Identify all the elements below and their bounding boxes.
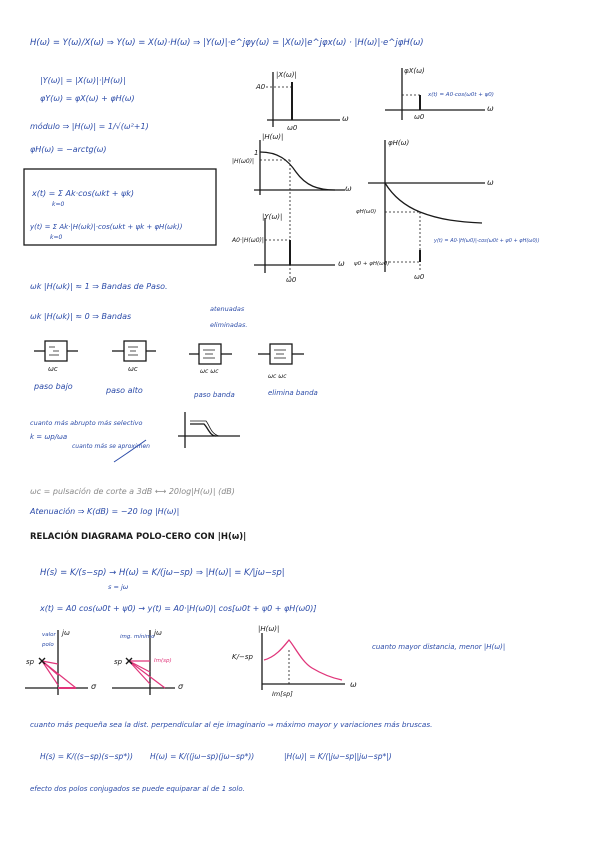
attenuation-definition: Atenuación ⇒ K(dB) = −20 log |H(ω)|: [30, 507, 180, 516]
perpendicular-note: cuanto más pequeña sea la dist. perpendi…: [30, 720, 433, 729]
phi-y-note: y(t) = A0·|H(ω0)|·cos(ω0t + ψ0 + φH(ω0)): [434, 238, 540, 244]
phi-h-w0-label: φH(ω0): [356, 209, 377, 215]
sinusoid-output-equation: x(t) = A0 cos(ω0t + ψ0) → y(t) = A0·|H(ω…: [40, 604, 317, 613]
bandstop-label: elimina banda: [268, 389, 318, 397]
conjugate-poles-note: efecto dos polos conjugados se puede equ…: [30, 785, 245, 793]
selectivity-approx: cuanto más se aproximen: [72, 443, 150, 450]
two-pole-hw: H(ω) = K/((jω−sp)(jω−sp*)): [150, 752, 255, 761]
phase-formula: φH(ω) = −arctg(ω): [30, 145, 107, 154]
phi-h-w0-axis: ω0: [414, 273, 425, 281]
pz-h-omega: ω: [350, 680, 357, 689]
bandstop-symbol: [258, 343, 304, 365]
lowpass-label: paso bajo: [34, 382, 73, 391]
psi-sum-label: ψ0 + φH(ω0): [354, 261, 390, 267]
highpass-label: paso alto: [106, 386, 143, 395]
lowpass-symbol: [34, 340, 78, 362]
phase-relation: φY(ω) = φX(ω) + φH(ω): [40, 94, 135, 103]
two-pole-hs: H(s) = K/((s−sp)(s−sp*)): [40, 752, 133, 761]
magnitude-relation: |Y(ω)| = |X(ω)|·|H(ω)|: [40, 76, 126, 85]
freq-response-equation: H(ω) = Y(ω)/X(ω) ⇒ Y(ω) = X(ω)·H(ω) ⇒ |Y…: [30, 38, 424, 48]
eliminated-text: eliminadas.: [210, 321, 248, 329]
summary-box: [23, 168, 217, 246]
single-pole-equation: H(s) = K/(s−sp) → H(ω) = K/(jω−sp) ⇒ |H(…: [40, 568, 285, 578]
phi-x-w0: ω0: [414, 113, 425, 121]
selectivity-note: cuanto más abrupto más selectivo: [30, 419, 143, 427]
pz1-pole-mark: [38, 657, 46, 665]
pz1-sigma: σ: [91, 682, 97, 691]
x-mag-w0: ω0: [287, 124, 298, 132]
phi-h-curve: [384, 182, 483, 224]
pz-h-imsp: Im[sp]: [272, 690, 293, 698]
section-heading: RELACIÓN DIAGRAMA POLO-CERO CON |H(ω)|: [30, 532, 247, 542]
lowpass-wc: ωc: [48, 365, 58, 373]
two-pole-magnitude: |H(ω)| = K/(|jω−sp||jω−sp*|): [284, 752, 392, 761]
h-mag-curve: [259, 151, 336, 191]
x-mag-omega: ω: [342, 114, 349, 123]
selectivity-k: k = ωp/ωa: [30, 433, 68, 441]
pz1-jw: jω: [62, 629, 70, 637]
pz2-pole-mark: [125, 657, 133, 665]
phi-h-omega: ω: [487, 178, 494, 187]
output-series-index: k=0: [50, 234, 63, 241]
bandpass-label: paso banda: [194, 391, 235, 399]
pz2-sigma: σ: [178, 682, 184, 691]
input-series: x(t) = Σ Ak·cos(ωkt + ψk): [32, 189, 135, 198]
selectivity-curve: [190, 423, 217, 437]
attenuated-text: atenuadas: [210, 305, 245, 313]
cutoff-definition: ωc = pulsación de corte a 3dB ⟷ 20log|H(…: [30, 487, 235, 496]
input-series-index: k=0: [52, 201, 65, 208]
pz-h-k-sp: K/−sp: [232, 653, 253, 661]
h-mag-one: 1: [254, 149, 259, 157]
output-series: y(t) = Σ Ak·|H(ωk)|·cos(ωkt + ψk + φH(ωk…: [30, 223, 183, 231]
y-mag-omega: ω: [338, 259, 345, 268]
x-mag-title: |X(ω)|: [276, 71, 297, 79]
highpass-symbol: [112, 340, 156, 362]
y-mag-a0h: A0·|H(ω0)|: [232, 237, 264, 244]
y-mag-w0: ω0: [286, 276, 297, 284]
h-mag-omega: ω: [345, 184, 352, 193]
distance-note: cuanto mayor distancia, menor |H(ω)|: [372, 643, 506, 651]
phi-x-title: φX(ω): [404, 67, 425, 75]
pz2-sp: sp: [114, 658, 123, 666]
pass-band-text: ωk |H(ωk)| ≈ 1 ⇒ Bandas de Paso.: [30, 282, 168, 291]
pz2-jw: jω: [154, 629, 162, 637]
phi-x-note: x(t) = A0·cos(ω0t + ψ0): [428, 92, 494, 98]
pz2-note: img. mínimo: [120, 634, 155, 640]
pz1-note: valor polo: [42, 632, 56, 648]
bandstop-wc: ωc ωc: [268, 373, 287, 380]
substitution-note: s = jω: [108, 583, 129, 591]
pz-h-curve: [263, 638, 343, 681]
h-mag-title: |H(ω)|: [262, 133, 284, 141]
pz-h-title: |H(ω)|: [258, 625, 280, 633]
highpass-wc: ωc: [128, 365, 138, 373]
phi-h-title: φH(ω): [388, 139, 410, 147]
x-mag-a0: A0: [256, 83, 266, 91]
bandpass-wc: ωc ωc: [200, 368, 219, 375]
phi-x-omega: ω: [487, 104, 494, 113]
pz2-imsp: Im(sp): [154, 658, 172, 664]
pz1-sp: sp: [26, 658, 35, 666]
y-mag-title: |Y(ω)|: [262, 213, 283, 221]
module-formula: módulo ⇒ |H(ω)| = 1/√(ω²+1): [30, 122, 149, 131]
h-mag-h-w0: |H(ω0)|: [232, 158, 255, 165]
stop-band-text: ωk |H(ωk)| ≈ 0 ⇒ Bandas: [30, 312, 132, 321]
bandpass-symbol: [189, 343, 232, 365]
